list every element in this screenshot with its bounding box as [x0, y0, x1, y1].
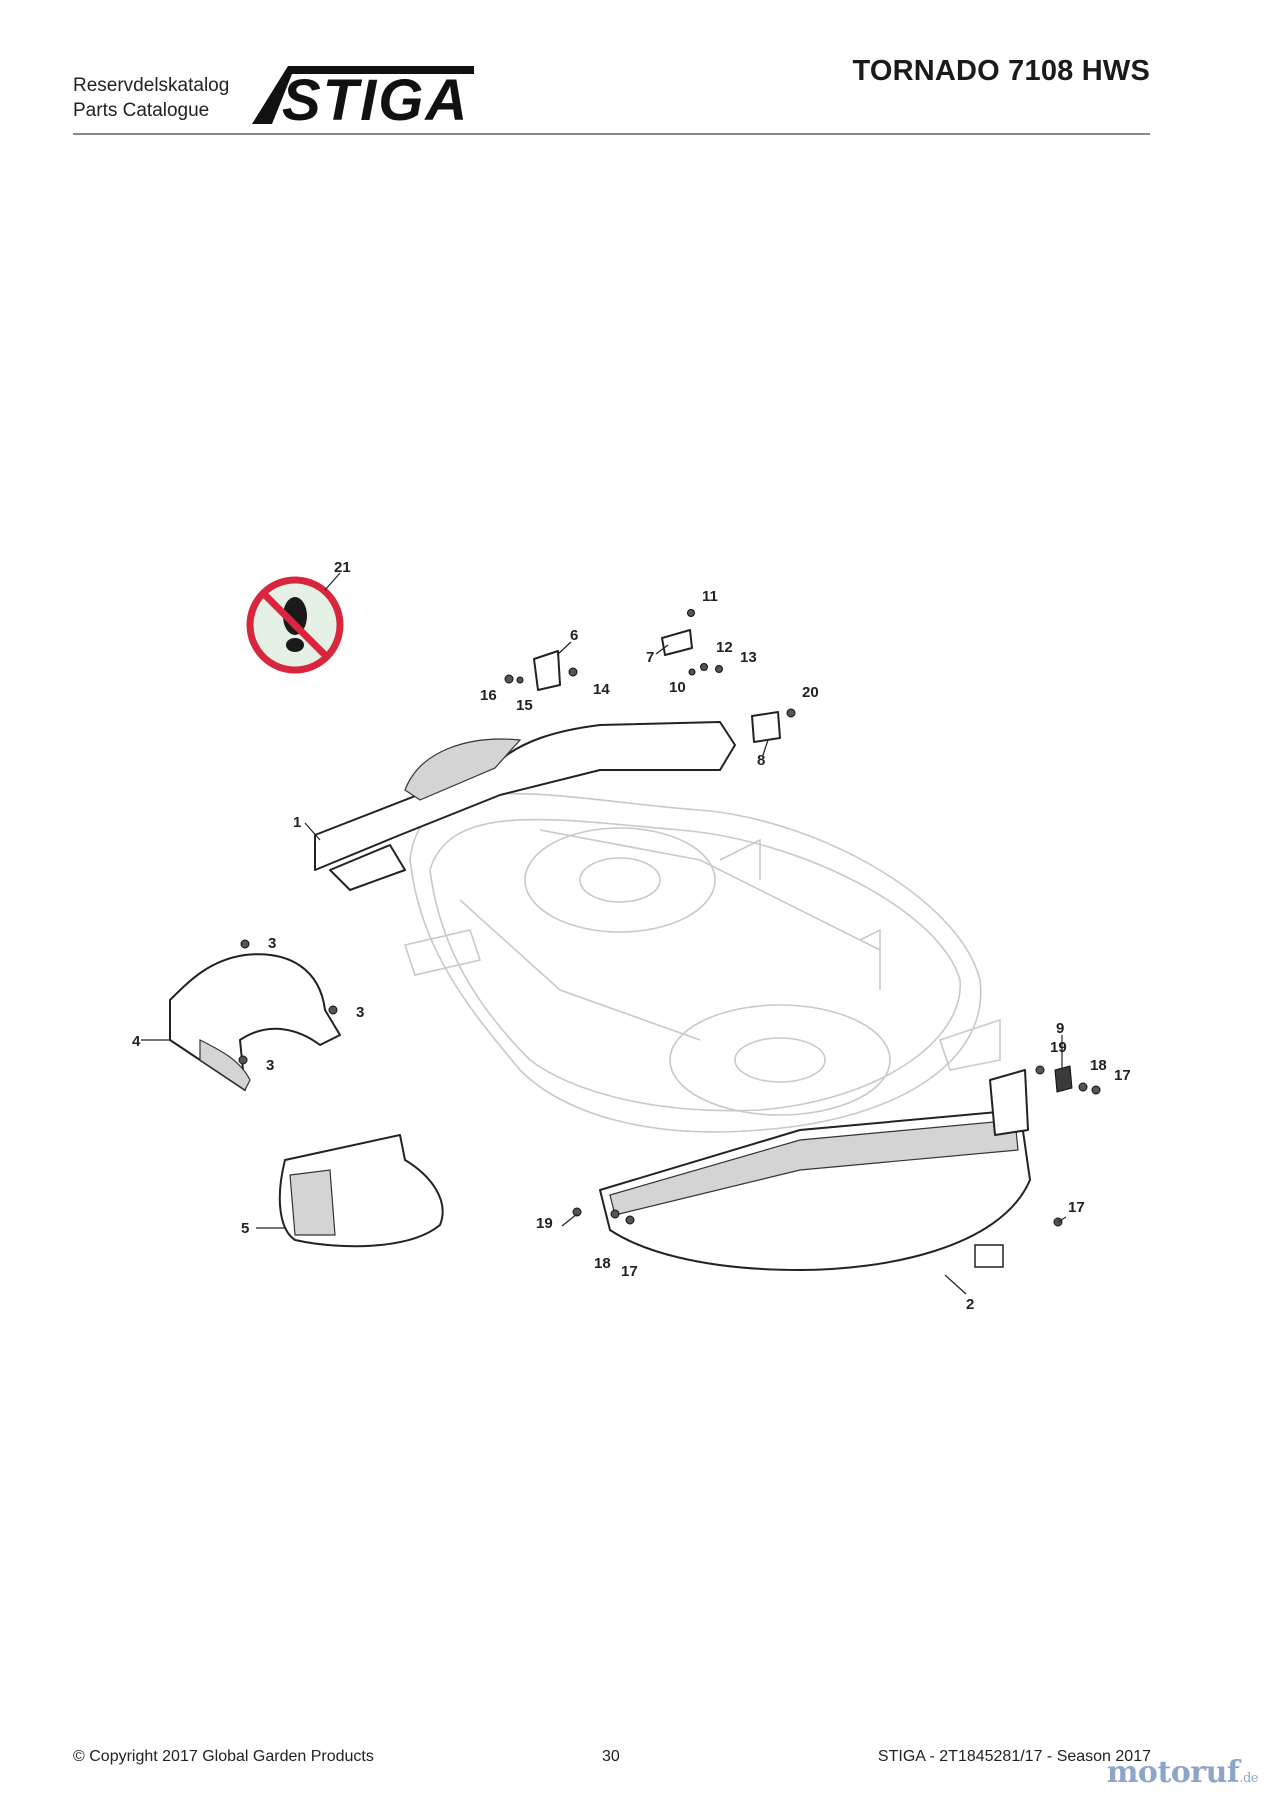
callout-8: 8 — [757, 752, 765, 769]
callout-13: 13 — [740, 649, 757, 666]
watermark-main: motoruf — [1106, 1755, 1240, 1790]
callout-18-left: 18 — [594, 1255, 611, 1272]
model-title: TORNADO 7108 HWS — [852, 55, 1150, 87]
callout-6: 6 — [570, 627, 578, 644]
callout-16: 16 — [480, 687, 497, 704]
callout-11: 11 — [702, 588, 718, 605]
header-divider — [73, 133, 1150, 135]
callout-17-lower-right: 17 — [1068, 1199, 1085, 1216]
catalog-label-english: Parts Catalogue — [73, 100, 210, 121]
callout-10: 10 — [669, 679, 686, 696]
no-foot-warning-icon — [246, 576, 344, 674]
page-number: 30 — [602, 1748, 620, 1765]
callout-19-right: 19 — [1050, 1039, 1067, 1056]
callout-1: 1 — [293, 814, 301, 831]
part-1-rail — [314, 721, 736, 891]
footer-copyright: © Copyright 2017 Global Garden Products — [73, 1748, 374, 1765]
footer-reference: STIGA - 2T1845281/17 - Season 2017 — [877, 1748, 1151, 1765]
part-9-clip — [1054, 1065, 1073, 1093]
callout-4: 4 — [132, 1033, 141, 1050]
callout-7: 7 — [646, 649, 654, 666]
callout-9: 9 — [1056, 1020, 1064, 1037]
callout-14: 14 — [593, 681, 610, 698]
callout-2: 2 — [966, 1296, 974, 1313]
callout-21: 21 — [334, 559, 351, 576]
callout-3-bottom: 3 — [266, 1057, 274, 1074]
part-5-shield — [278, 1134, 444, 1248]
exploded-parts-diagram: 21 6 11 7 12 13 10 16 15 14 20 8 1 3 3 4… — [132, 559, 1131, 1313]
motoruf-watermark: motoruf.de — [1106, 1755, 1259, 1790]
svg-text:STIGA: STIGA — [282, 68, 469, 124]
callout-18-right: 18 — [1090, 1057, 1107, 1074]
callout-15: 15 — [516, 697, 533, 714]
hardware-fasteners — [238, 609, 1101, 1227]
callout-3-right: 3 — [356, 1004, 364, 1021]
part-8-plate — [751, 711, 781, 743]
callout-3-top: 3 — [268, 935, 276, 952]
part-2-chute — [599, 1069, 1031, 1271]
mower-deck-ghost — [403, 792, 1001, 1133]
callout-17-right: 17 — [1114, 1067, 1131, 1084]
callout-20: 20 — [802, 684, 819, 701]
leader-lines — [141, 572, 1067, 1295]
part-6-bracket — [533, 650, 561, 691]
part-4-deflector — [169, 953, 341, 1091]
callout-12: 12 — [716, 639, 733, 656]
watermark-suffix: .de — [1239, 1771, 1258, 1786]
part-7-bracket — [661, 629, 693, 656]
callout-5: 5 — [241, 1220, 249, 1237]
catalog-label-swedish: Reservdelskatalog — [73, 75, 230, 96]
stiga-logo: STIGA — [252, 66, 474, 124]
callout-17-left: 17 — [621, 1263, 638, 1280]
callout-19-left: 19 — [536, 1215, 553, 1232]
